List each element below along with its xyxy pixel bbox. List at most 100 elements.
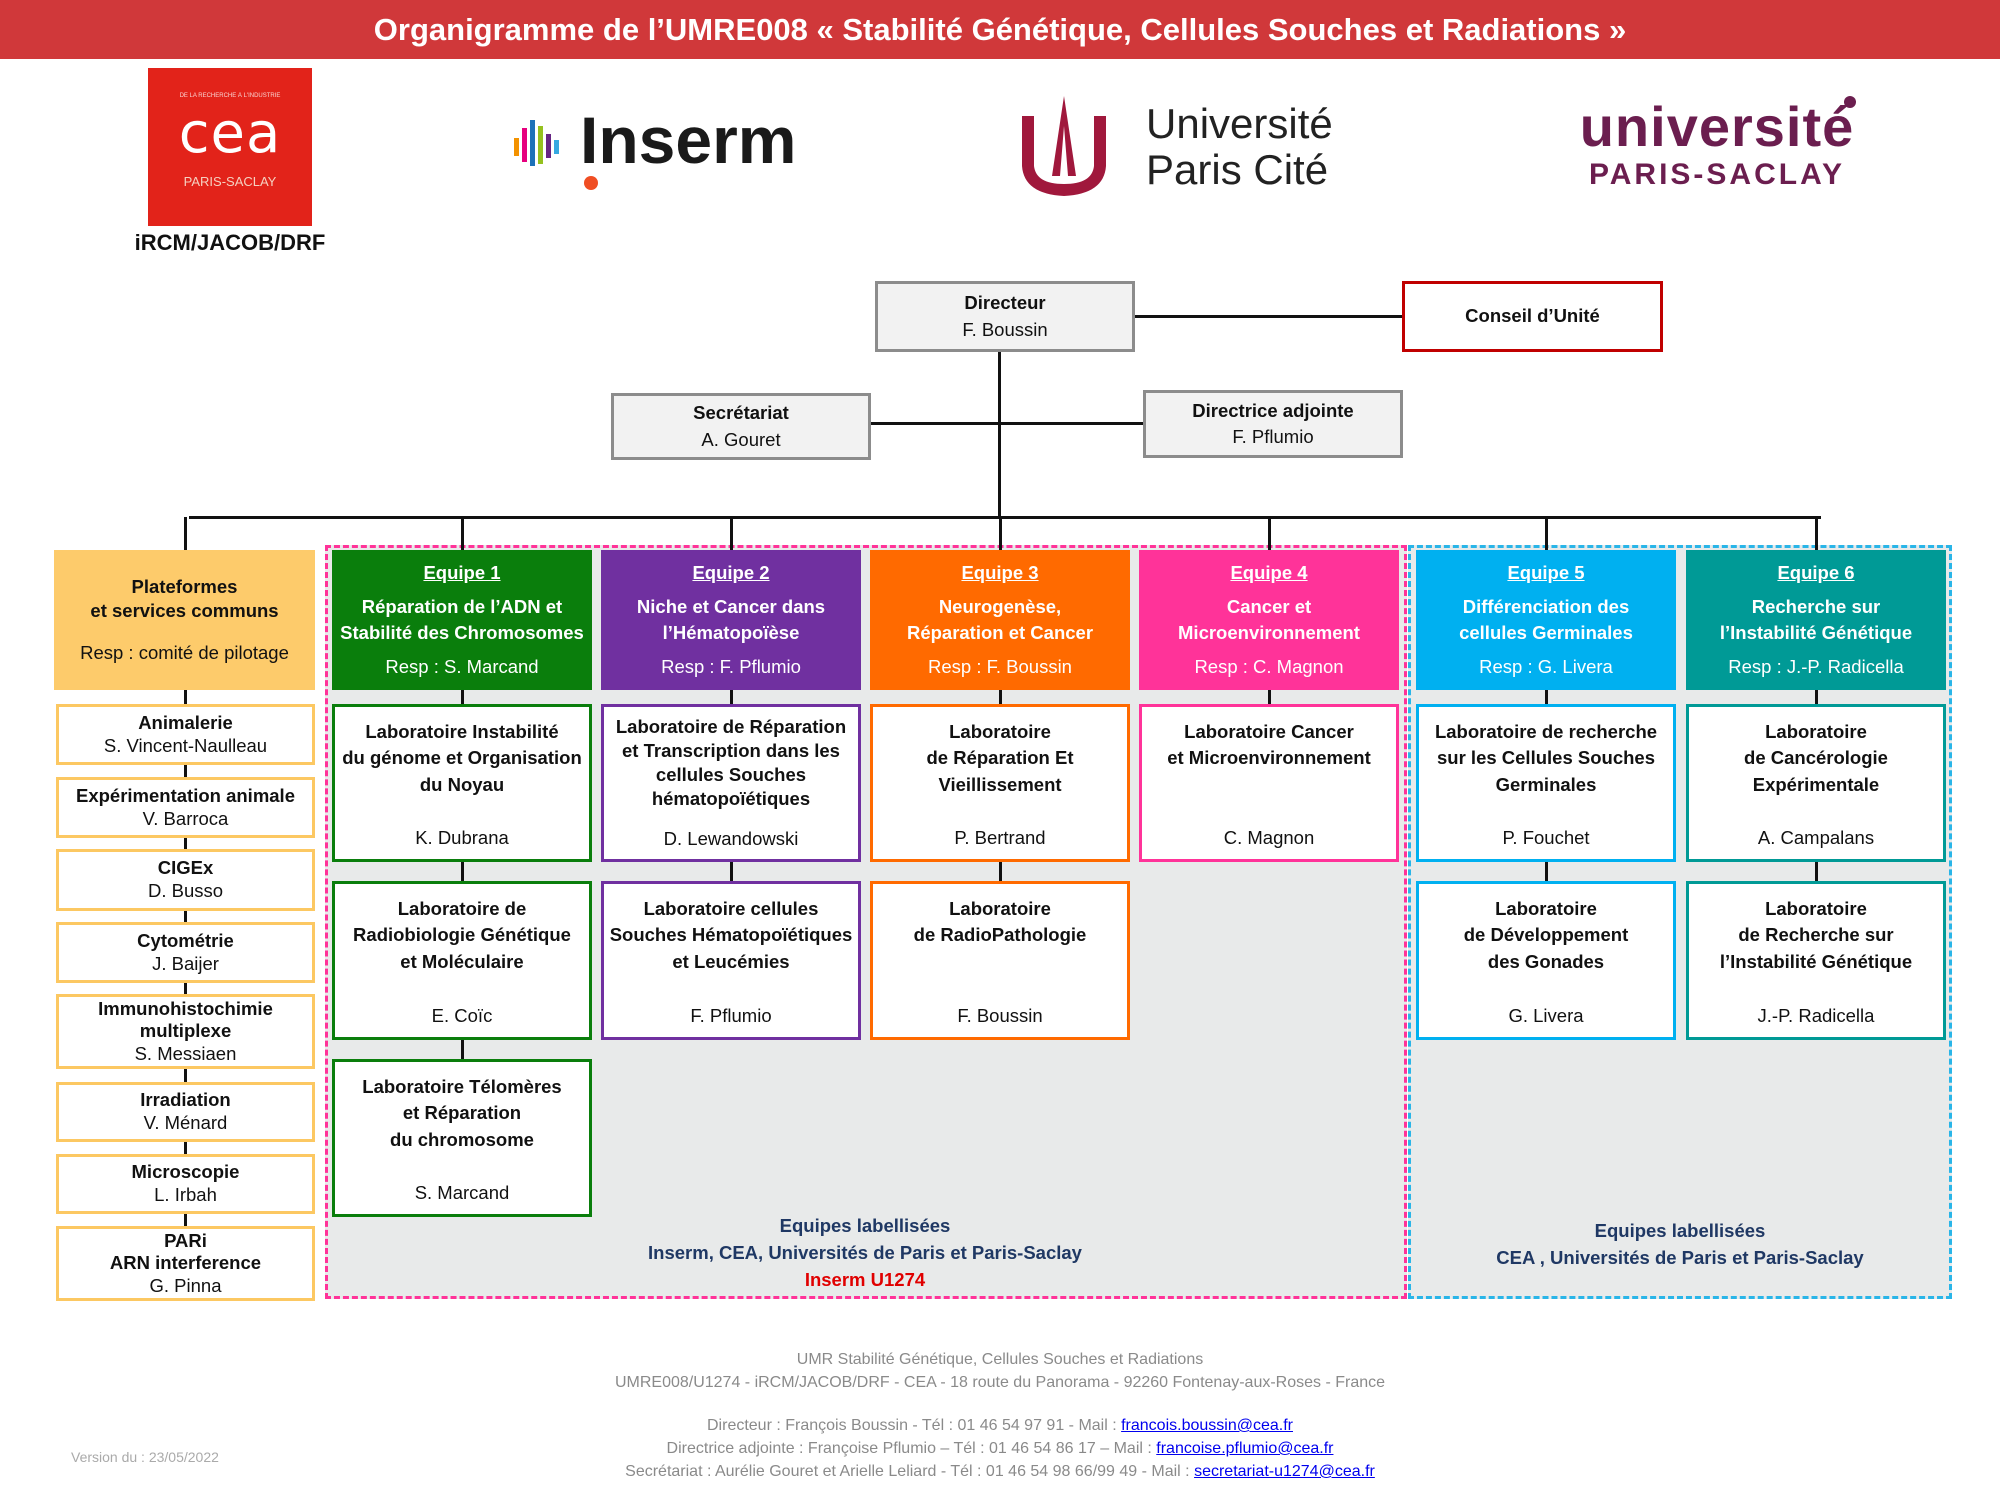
upc-tower-icon — [1022, 96, 1106, 196]
platform-item-title: Immunohistochimie — [98, 997, 273, 1019]
team-theme-line: l’Hématopoïèse — [662, 622, 800, 643]
upc-line1: Université — [1146, 100, 1333, 147]
cea-caption: iRCM/JACOB/DRF — [134, 230, 326, 255]
footer-text: Secrétariat : Aurélie Gouret et Arielle … — [625, 1463, 1195, 1480]
team-theme-line: Différenciation des — [1462, 595, 1630, 617]
platform-item-name: G. Pinna — [149, 1274, 222, 1296]
email-link[interactable]: francoise.pflumio@cea.fr — [1156, 1440, 1334, 1457]
universite-paris-saclay-logo: université PARIS-SACLAY — [1562, 96, 1872, 206]
inserm-logo-text: Inserm — [580, 103, 797, 177]
lab-title-line: Laboratoire — [1765, 721, 1867, 742]
lab-title-line: et Leucémies — [672, 950, 790, 972]
cea-logo: DE LA RECHERCHE À L'INDUSTRIE cea PARIS-… — [148, 68, 312, 226]
team-resp: Resp : C. Magnon — [1194, 655, 1344, 677]
team-theme-line: Stabilité des Chromosomes — [340, 622, 584, 643]
team-header: Equipe 3 Neurogenèse, Réparation et Cancer… — [870, 550, 1130, 690]
ups-line2: PARIS-SACLAY — [1588, 158, 1846, 191]
region-label-line: Equipes labellisées — [779, 1215, 951, 1236]
connector — [183, 517, 187, 550]
lab-head: J.-P. Radicella — [1757, 1004, 1875, 1026]
lab-title-line: du Noyau — [419, 773, 505, 795]
region-label-inserm: Inserm U1274 — [804, 1269, 926, 1290]
lab-head: S. Marcand — [414, 1181, 510, 1203]
lab-title-line: et Transcription dans les — [622, 740, 840, 762]
team-theme: Neurogenèse, Réparation et Cancer — [907, 594, 1093, 647]
lab-title-line: Laboratoire de — [397, 898, 527, 919]
lab-title-line: hématopoïétiques — [651, 788, 811, 810]
lab-title-line: Laboratoire cellules — [643, 898, 819, 919]
platform-item-name: S. Vincent-Naulleau — [103, 734, 268, 756]
lab-head: P. Bertrand — [954, 826, 1046, 848]
secretariat-title: Secrétariat — [693, 402, 789, 424]
team-theme-line: Réparation et Cancer — [906, 622, 1094, 643]
platform-resp: Resp : comité de pilotage — [80, 642, 289, 664]
team-link[interactable]: Equipe 5 — [1507, 562, 1585, 583]
lab-head: K. Dubrana — [415, 826, 509, 848]
team-link[interactable]: Equipe 3 — [961, 562, 1039, 583]
lab-title-line: Radiobiologie Génétique — [353, 924, 571, 946]
email-link[interactable]: secretariat-u1274@cea.fr — [1194, 1463, 1375, 1480]
adjointe-box: Directrice adjointe F. Pflumio — [1143, 390, 1403, 458]
adjointe-name: F. Pflumio — [1232, 426, 1314, 447]
platform-item-title: PARi — [164, 1229, 207, 1251]
platform-item-name: L. Irbah — [154, 1184, 217, 1205]
lab-title-line: de Développement — [1463, 924, 1629, 946]
conseil-box: Conseil d’Unité — [1402, 281, 1663, 352]
lab-head: P. Fouchet — [1502, 826, 1590, 848]
team-theme-line: Microenvironnement — [1178, 622, 1360, 643]
team-link[interactable]: Equipe 4 — [1230, 562, 1308, 583]
platform-item-title: multiplexe — [139, 1020, 232, 1042]
lab-title-line: Laboratoire de Réparation — [615, 716, 847, 737]
cea-logo-sub: PARIS-SACLAY — [183, 174, 277, 189]
universite-paris-cite-logo: Université Paris Cité — [1014, 96, 1364, 200]
team-link[interactable]: Equipe 1 — [423, 562, 501, 583]
email-link[interactable]: francois.boussin@cea.fr — [1121, 1417, 1293, 1434]
team-link[interactable]: Equipe 6 — [1777, 562, 1855, 583]
connector — [1268, 690, 1271, 704]
lab-title-line: de Recherche sur — [1738, 924, 1894, 946]
connector — [1135, 315, 1402, 318]
team-resp: Resp : S. Marcand — [385, 655, 539, 677]
connector — [871, 422, 1143, 425]
team-theme-line: l’Instabilité Génétique — [1719, 622, 1913, 643]
lab-title-line: Laboratoire — [949, 721, 1051, 742]
platform-item-title: CIGEx — [157, 857, 214, 879]
lab-title-line: Laboratoire Cancer — [1184, 721, 1354, 742]
lab-title-line: l’Instabilité Génétique — [1719, 950, 1913, 972]
lab-title-line: et Microenvironnement — [1167, 747, 1371, 769]
lab-title-line: Expérimentale — [1752, 773, 1880, 795]
platform-item-name: V. Ménard — [143, 1112, 228, 1133]
connector — [1268, 517, 1271, 550]
inserm-logo: Inserm — [512, 104, 802, 190]
platform-item-name: V. Barroca — [142, 807, 229, 829]
pink-region-label: Equipes labellisées Inserm, CEA, Univers… — [560, 1212, 1170, 1293]
lab-title-line: Laboratoire — [1765, 898, 1867, 919]
connector — [1545, 517, 1548, 550]
connector — [998, 352, 1001, 518]
connector — [461, 690, 464, 1059]
directeur-title: Directeur — [964, 292, 1046, 314]
platform-item-name: S. Messiaen — [134, 1042, 237, 1064]
team-link[interactable]: Equipe 2 — [692, 562, 770, 583]
lab-title: Laboratoire de Réparation et Transcriptio… — [616, 715, 846, 811]
team-theme-line: Neurogenèse, — [938, 595, 1062, 617]
platform-item-title: Animalerie — [138, 711, 233, 733]
footer-directeur: Directeur : François Boussin - Tél : 01 … — [0, 1416, 2000, 1436]
team-theme: Différenciation des cellules Germinales — [1459, 594, 1633, 647]
team-theme-line: cellules Germinales — [1459, 622, 1633, 643]
platform-item-title: Cytométrie — [137, 929, 234, 951]
team-resp: Resp : J.-P. Radicella — [1728, 655, 1904, 677]
platform-item-title: Irradiation — [140, 1089, 231, 1111]
